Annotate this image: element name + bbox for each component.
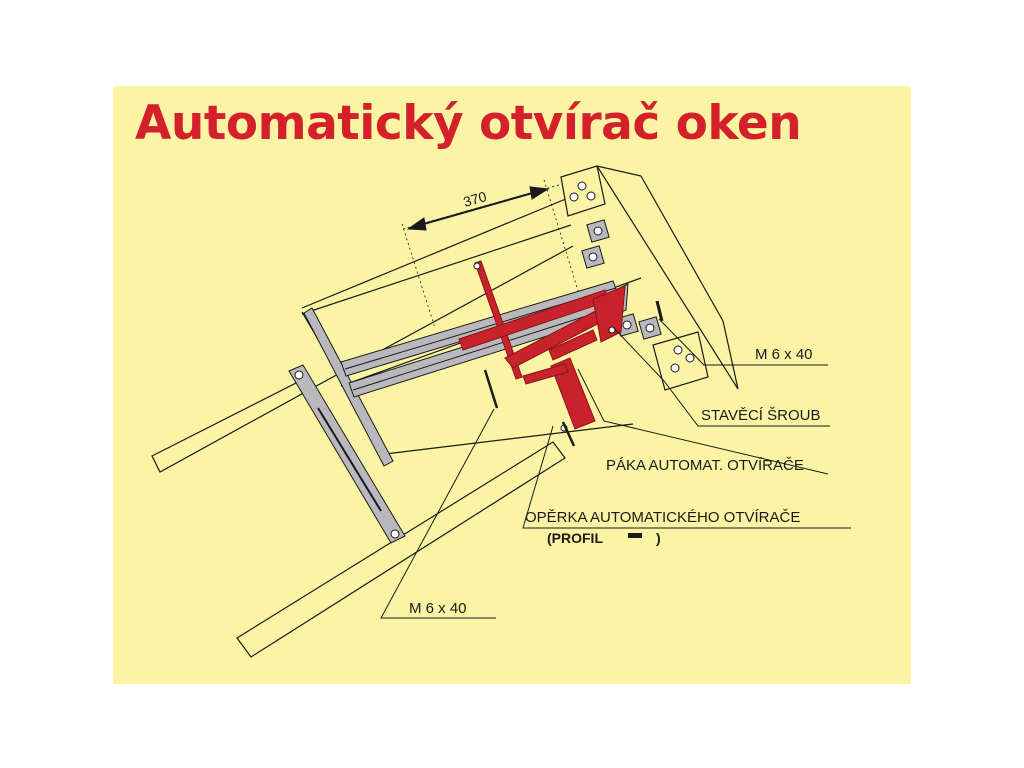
label-lever: PÁKA AUTOMAT. OTVÍRAČE bbox=[606, 457, 804, 474]
diagram-panel: Automatický otvírač oken 370 bbox=[113, 86, 911, 684]
window-opener-diagram: 370 bbox=[151, 165, 851, 658]
diagram-title: Automatický otvírač oken bbox=[135, 96, 802, 151]
right-mounting-block bbox=[615, 300, 709, 391]
dimension-370 bbox=[401, 176, 588, 329]
label-screw-bottom: M 6 x 40 bbox=[409, 600, 467, 617]
label-profile-close: ) bbox=[656, 530, 661, 546]
top-mounting-block bbox=[560, 165, 610, 269]
label-adjust-screw: STAVĚCÍ ŠROUB bbox=[701, 407, 820, 424]
window-frame-outline bbox=[151, 165, 739, 658]
mounting-screws bbox=[483, 369, 576, 447]
label-screw-top: M 6 x 40 bbox=[755, 346, 813, 363]
label-profile: (PROFIL bbox=[547, 530, 603, 546]
label-support: OPĚRKA AUTOMATICKÉHO OTVÍRAČE bbox=[525, 509, 800, 526]
dimension-label: 370 bbox=[461, 188, 488, 210]
leader-lines bbox=[380, 318, 851, 619]
opener-mechanism bbox=[458, 260, 626, 430]
profile-symbol bbox=[628, 533, 642, 538]
